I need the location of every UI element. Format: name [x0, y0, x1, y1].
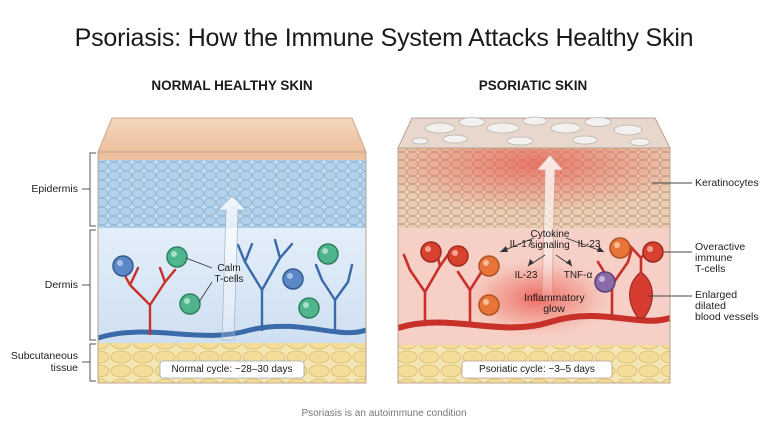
normal-cycle-label: Normal cycle: ~28–30 days: [171, 364, 293, 375]
keratinocytes-label: Keratinocytes: [695, 177, 759, 189]
page-title: Psoriasis: How the Immune System Attacks…: [74, 24, 694, 52]
callout-lines: [648, 182, 692, 297]
il17-label: IL-17: [509, 239, 533, 250]
tnf-alpha-label: TNF-α: [563, 270, 593, 281]
epidermis-label: Epidermis: [31, 183, 78, 195]
dermis-label: Dermis: [44, 279, 78, 291]
calm-t-cells-label: Calm T-cells: [214, 263, 244, 285]
normal-skin-heading: NORMAL HEALTHY SKIN: [151, 78, 313, 93]
normal-cycle-pill: [159, 360, 305, 379]
overactive-t-cells: [420, 237, 664, 316]
overactive-t-cells-label: Overactive immune T-cells: [695, 241, 746, 275]
psoriatic-cycle-pill: [461, 360, 613, 379]
il23-top-label: IL-23: [577, 239, 601, 250]
psoriatic-skin-heading: PSORIATIC SKIN: [478, 78, 588, 93]
inflammatory-glow-label: Inflammatory glow: [524, 292, 585, 315]
calm-t-cells: [112, 243, 339, 319]
footer-caption: Psoriasis is an autoimmune condition: [301, 408, 467, 419]
psoriatic-skin-block: [397, 116, 671, 384]
normal-skin-block: [97, 117, 367, 384]
layer-brackets: [82, 152, 96, 382]
enlarged-vessels-label: Enlarged dilated blood vessels: [695, 289, 759, 323]
il23-bottom-label: IL-23: [514, 270, 538, 281]
cytokine-signaling-label: Cytokine signaling: [530, 229, 570, 251]
subcutaneous-label: Subcutaneous tissue: [10, 350, 78, 374]
psoriatic-cycle-label: Psoriatic cycle: ~3–5 days: [479, 364, 595, 375]
cytokine-arrowheads: [500, 246, 604, 266]
